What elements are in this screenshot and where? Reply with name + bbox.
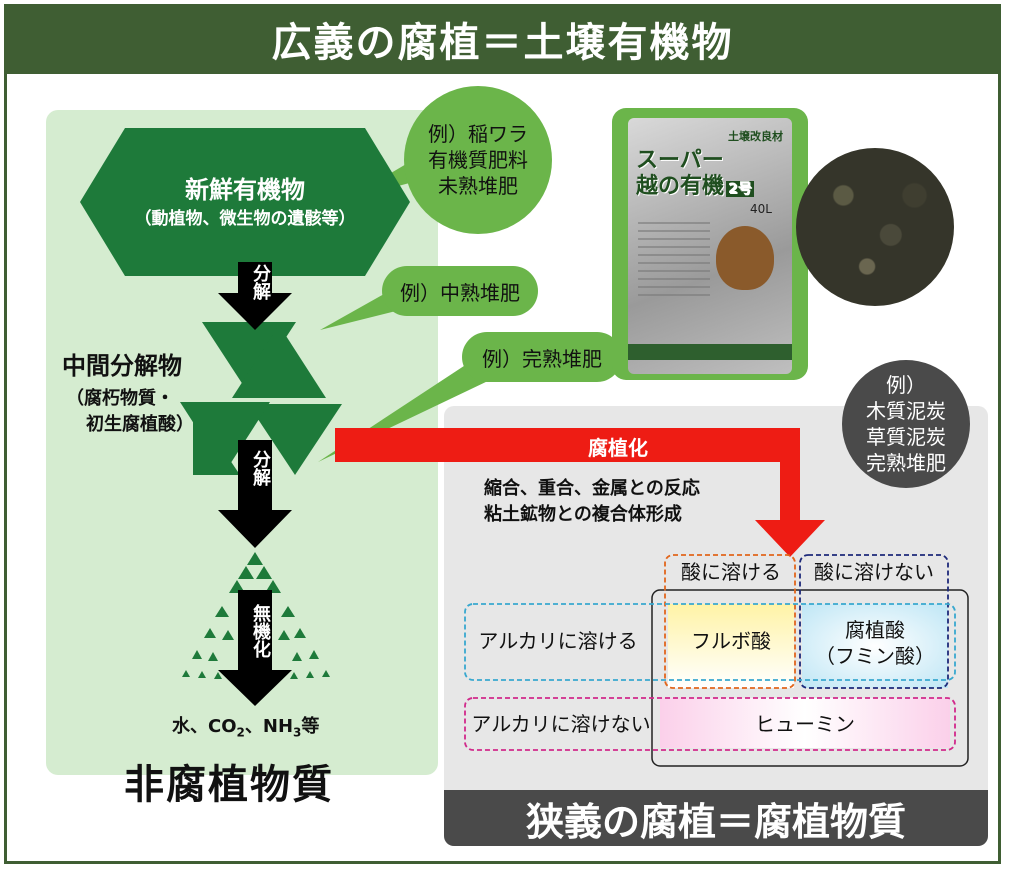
intermediate-label: 中間分解物 (62, 352, 182, 380)
example-4-line-1: 例） (886, 373, 926, 397)
humic-acid-label: 腐植酸 （フミン酸） (802, 610, 948, 676)
arrow-decompose-2 (218, 440, 292, 548)
example-2-text: 例）中熟堆肥 (400, 280, 520, 305)
example-1-line-2: 有機質肥料 (428, 148, 528, 172)
arrow-decompose-2-label: 分解 (250, 450, 271, 486)
inorganic-mid: 、NH (244, 716, 294, 737)
humification-desc-2: 粘土鉱物との複合体形成 (484, 504, 682, 525)
bag-volume: 40L (750, 202, 772, 216)
fresh-organic-label: 新鮮有機物 (185, 176, 305, 204)
row-alkali-soluble: アルカリに溶ける (478, 629, 638, 653)
bag-bottom-band (628, 344, 792, 360)
arrow-decompose-1 (218, 262, 292, 330)
example-3-text: 例）完熟堆肥 (482, 346, 602, 371)
fulvic-cell (668, 604, 794, 688)
example-bubble-1: 例）稲ワラ 有機質肥料 未熟堆肥 (404, 86, 552, 234)
arrow-mineralize-label: 無機化 (250, 604, 271, 658)
fulvic-acid-label: フルボ酸 (691, 629, 771, 653)
example-4-line-4: 完熟堆肥 (866, 451, 946, 475)
bag-sub-label: 土壌改良材 (728, 130, 783, 143)
fresh-organic-hexagon (80, 128, 410, 276)
alkali-soluble-box (464, 603, 956, 681)
title-bar: 広義の腐植＝土壌有機物 (4, 4, 1001, 74)
non-humic-label: 非腐植物質 (124, 762, 334, 808)
humic-acid-line-1: 腐植酸 (845, 618, 905, 642)
narrow-humus-title: 狭義の腐植＝腐植物質 (525, 799, 906, 844)
humification-desc-1: 縮合、重合、金属との反応 (484, 478, 700, 499)
nh3-subscript: 3 (293, 725, 302, 740)
bag-text-block (638, 222, 710, 302)
intermediate-detail-1: （腐朽物質・ (66, 388, 174, 409)
fresh-organic-detail: （動植物、微生物の遺骸等） (134, 209, 356, 229)
example-bubble-2: 例）中熟堆肥 (382, 266, 538, 316)
acid-soluble-box (664, 554, 796, 689)
triangle-left-small (193, 405, 240, 475)
alkali-insoluble-box (464, 697, 956, 751)
humic-acid-line-2: （フミン酸） (815, 644, 935, 668)
example-1-line-1: 例）稲ワラ (428, 122, 528, 146)
co2-subscript: 2 (236, 725, 245, 740)
example-4-line-2: 木質泥炭 (866, 399, 946, 423)
bag-mascot (716, 226, 774, 290)
intermediate-detail-2: 初生腐植酸） (86, 414, 194, 435)
narrow-humus-title-bar: 狭義の腐植＝腐植物質 (444, 790, 988, 846)
bag-title-line-2-text: 越の有機 (636, 174, 725, 199)
inorganic-products: 水、CO2、NH3等 (172, 712, 319, 740)
page-title: 広義の腐植＝土壌有機物 (271, 20, 734, 66)
row-alkali-insoluble: アルカリに溶けない (471, 712, 651, 736)
inorganic-prefix: 水、CO (172, 716, 237, 737)
example-bubble-4: 例） 木質泥炭 草質泥炭 完熟堆肥 (842, 360, 970, 488)
bag-badge: 2号 (726, 181, 754, 197)
humin-cell (660, 698, 950, 748)
arrow-decompose-1-label: 分解 (250, 264, 271, 300)
example-1-line-3: 未熟堆肥 (438, 174, 518, 198)
inorganic-suffix: 等 (301, 716, 320, 737)
humification-label: 腐植化 (588, 436, 648, 460)
humification-arrow (335, 428, 825, 557)
col-acid-soluble: 酸に溶ける (681, 560, 781, 584)
soil-photo (796, 148, 954, 306)
col-acid-insoluble: 酸に溶けない (814, 560, 934, 584)
example-4-line-3: 草質泥炭 (866, 425, 946, 449)
humic-acid-cell (802, 604, 948, 688)
humic-substance-box (651, 589, 969, 767)
example-bubble-3: 例）完熟堆肥 (462, 332, 622, 382)
humin-label: ヒューミン (755, 712, 855, 736)
acid-insoluble-box (799, 554, 949, 689)
triangle-right-down (248, 404, 342, 475)
triangle-right-up (232, 325, 326, 398)
bag-title-line-1: スーパー (636, 148, 724, 173)
small-triangles (182, 552, 330, 679)
arrow-mineralize (218, 590, 292, 706)
